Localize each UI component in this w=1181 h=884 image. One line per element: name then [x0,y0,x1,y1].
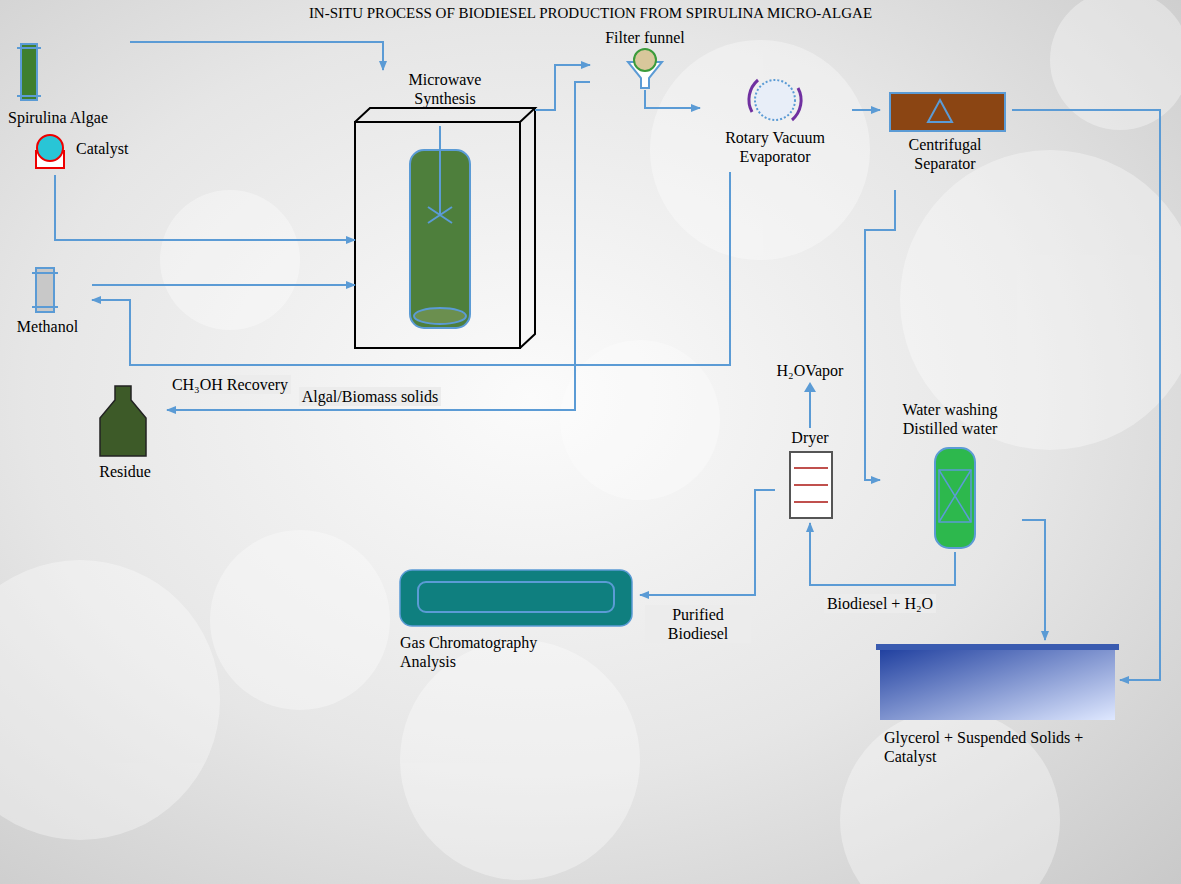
diagram-title: IN-SITU PROCESS OF BIODIESEL PRODUCTION … [0,5,1181,22]
filter-unit: Filter funnel [590,28,702,90]
node-label: Water washing Distilled water [880,400,1020,438]
separator-unit: Centrifugal Separator [880,90,1012,190]
dryer-unit: Dryer [775,428,847,523]
flow-connector [810,523,955,585]
edge-label: Biodiesel + H₂O [824,594,936,613]
reactor-vessel [410,126,470,328]
microwave-reactor: Microwave Synthesis [355,70,535,350]
stream-label: H₂OVapor [777,361,844,380]
catalyst-vessel [36,135,64,168]
node-label: Centrifugal Separator [880,135,1010,173]
methanol-cylinder [32,268,58,312]
methanol-feed: Methanol [5,262,92,342]
flow-connector [1012,110,1160,680]
edge-label: Purified Biodiesel [645,605,751,643]
node-label: Filter funnel [590,28,700,47]
vapor-arrow [804,382,816,428]
rotary-evaporator [749,80,801,120]
flow-connector [130,42,383,70]
node-label: Methanol [5,317,90,336]
node-label: Residue [85,462,165,481]
flow-connector [535,65,590,110]
node-label: Catalyst [76,139,156,158]
node-label: Dryer [775,428,845,447]
flow-connector [865,190,895,480]
residue-store: Residue [85,378,167,490]
dryer [790,452,832,518]
algae-feed: Spirulina Algae [8,36,130,131]
flow-connector [640,490,775,595]
evaporator-unit: Rotary Vacuum Evaporator [700,75,852,172]
flow-connector [92,284,355,286]
residue-bottle [100,386,146,456]
gc-analysis: Gas Chromatography Analysis [395,565,640,690]
node-label: Spirulina Algae [8,108,128,127]
glycerol-tank: Glycerol + Suspended Solids + Catalyst [870,640,1120,800]
microwave-oven [355,108,535,348]
flow-connector [1022,520,1045,640]
washing-column [935,448,975,548]
washing-unit: Water washing Distilled water [880,400,1022,552]
catalyst-feed: Catalyst [28,133,158,175]
centrifugal-separator [890,93,1005,131]
glycerol-tank [876,644,1119,720]
node-label: Microwave Synthesis [383,70,507,108]
flow-connector [55,175,355,240]
flow-connector [852,109,880,111]
node-label: Gas Chromatography Analysis [400,633,590,671]
flow-connector [645,90,700,108]
edge-label: Algal/Biomass solids [299,387,441,406]
flow-connector [92,172,730,365]
node-label: Rotary Vacuum Evaporator [700,128,850,166]
filter-funnel [628,49,662,88]
algae-cylinder [17,44,41,100]
flow-connector [167,82,590,410]
gc-instrument [400,570,632,626]
node-label: Glycerol + Suspended Solids + Catalyst [884,728,1114,766]
edge-label: CH₃OH Recovery [169,375,291,394]
